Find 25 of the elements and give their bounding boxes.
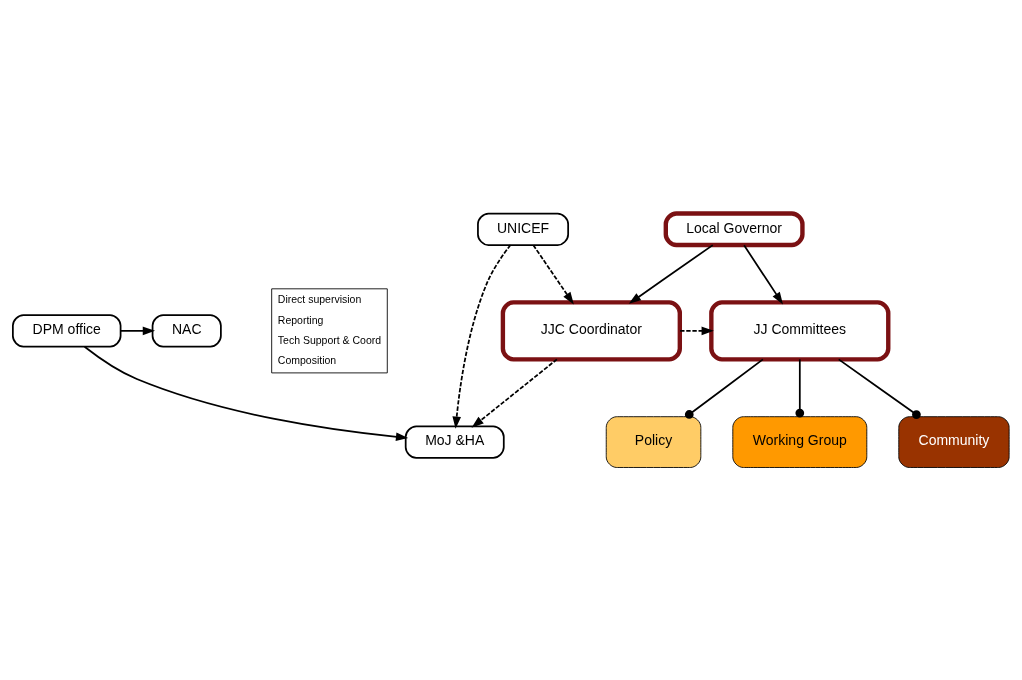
- node-box: MoJ &HA: [404, 424, 505, 459]
- node-box: DPM office: [12, 313, 122, 347]
- node-box: NAC: [151, 313, 222, 347]
- connector: [795, 358, 805, 417]
- legend-label: Tech Support & Coord: [277, 333, 382, 346]
- arrow: [679, 326, 714, 335]
- arrow: [119, 326, 156, 335]
- arrow: [628, 243, 714, 304]
- arrow: [83, 345, 409, 441]
- arrow: [532, 243, 574, 304]
- node-box: Policy: [605, 415, 702, 468]
- connector: [684, 358, 764, 419]
- node-box: Local Governor: [663, 210, 805, 247]
- legend-label: Composition: [277, 353, 337, 366]
- node-box: UNICEF: [477, 212, 570, 246]
- arrow: [743, 243, 783, 304]
- arrow: [452, 243, 512, 429]
- arrow: [471, 358, 558, 428]
- connector: [837, 358, 921, 419]
- legend-label: Reporting: [277, 313, 324, 326]
- legend-label: Direct supervision: [277, 292, 362, 305]
- node-box: JJC Coordinator: [500, 299, 682, 361]
- node-box: JJ Committees: [709, 299, 891, 361]
- node-box: Working Group: [732, 415, 868, 468]
- node-box: Community: [898, 415, 1010, 468]
